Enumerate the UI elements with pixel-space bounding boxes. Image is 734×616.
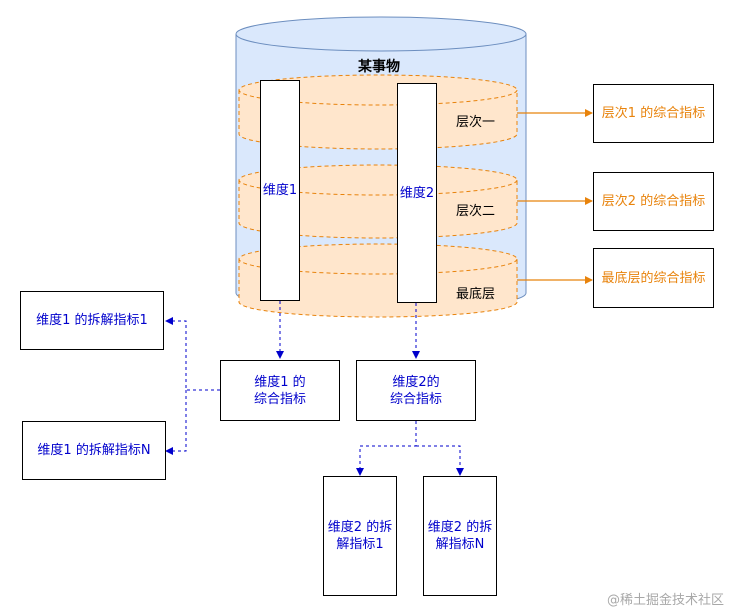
layer-2-disc	[238, 164, 518, 239]
dimension-1-breakdown-n-box: 维度1 的拆解指标N	[22, 421, 166, 480]
layer-2-label: 层次二	[456, 204, 496, 219]
layer-2-metric-box: 层次2 的综合指标	[593, 172, 714, 231]
connector-dim2-breakdown	[356, 421, 417, 476]
dimension-2-breakdown-n-box: 维度2 的拆 解指标N	[423, 476, 497, 596]
dimension-2-metric-box: 维度2的 综合指标	[356, 360, 476, 421]
entity-title: 某事物	[358, 59, 400, 75]
watermark-text: @稀土掘金技术社区	[606, 593, 724, 608]
dimension-1-breakdown-1-box: 维度1 的拆解指标1	[20, 291, 164, 350]
layer-3-label: 最底层	[456, 287, 496, 302]
layer-1-metric-box: 层次1 的综合指标	[593, 84, 714, 143]
dimension-1-metric-box: 维度1 的 综合指标	[220, 360, 340, 421]
layer-1-disc	[238, 74, 518, 150]
layer-1-label: 层次一	[456, 115, 496, 130]
dimension-1-bar: 维度1	[260, 80, 300, 301]
connector-dim2-breakdown-n	[416, 445, 464, 476]
connector-dim1-breakdown-n	[165, 390, 187, 455]
layer-3-disc	[238, 243, 518, 318]
dimension-2-bar: 维度2	[397, 83, 437, 303]
connector-dim1-breakdown	[165, 317, 220, 391]
layer-3-metric-box: 最底层的综合指标	[593, 248, 714, 308]
dimension-2-breakdown-1-box: 维度2 的拆 解指标1	[323, 476, 397, 596]
